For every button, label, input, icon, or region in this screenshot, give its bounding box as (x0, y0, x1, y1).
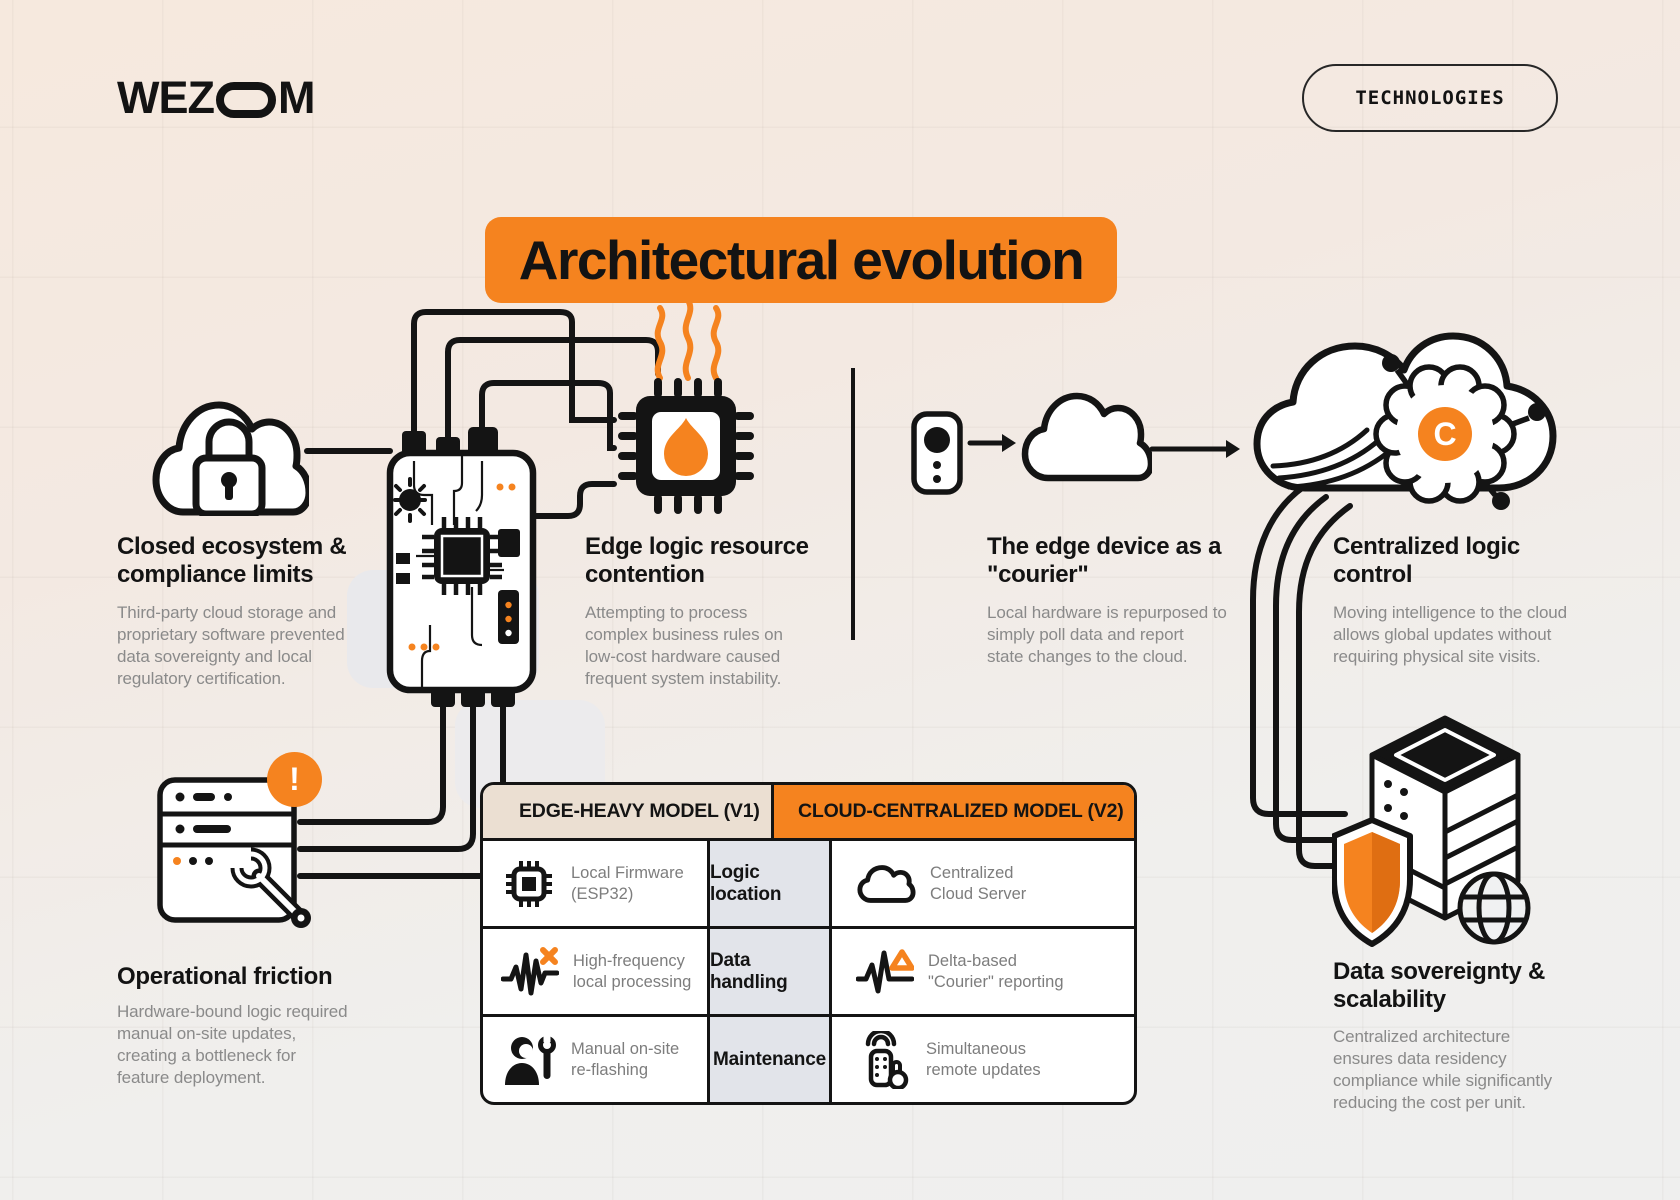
edge-logic-heading: Edge logic resource contention (585, 533, 809, 588)
operational-friction-body: Hardware-bound logic required manual on-… (117, 1002, 348, 1087)
cell-text: Simultaneous remote updates (926, 1039, 1041, 1079)
brain-core-badge (1418, 407, 1472, 461)
row-label: Logic location (707, 841, 832, 926)
circuit-board-icon (386, 427, 537, 707)
table-row: Local Firmware (ESP32) Logic location Ce… (483, 841, 1134, 926)
section-divider (851, 368, 855, 640)
cell-v2-logic: Centralized Cloud Server (832, 841, 1134, 926)
cell-v2-data: Delta-based "Courier" reporting (832, 929, 1134, 1014)
cell-text: High-frequency local processing (573, 951, 692, 991)
page-title: Architectural evolution (485, 217, 1117, 303)
data-sovereignty-heading: Data sovereignty & scalability (1333, 958, 1546, 1013)
row-label: Data handling (707, 929, 832, 1014)
arrowhead-1 (1002, 434, 1016, 452)
cell-text: Delta-based "Courier" reporting (928, 951, 1064, 991)
table-row: High-frequency local processing Data han… (483, 926, 1134, 1014)
operational-friction-heading: Operational friction (117, 963, 333, 990)
wezom-logo: WEZ M (117, 72, 315, 124)
edge-device-icon (911, 411, 963, 495)
cell-v1-data: High-frequency local processing (483, 929, 707, 1014)
table-header-row: EDGE-HEAVY MODEL (V1) CLOUD-CENTRALIZED … (483, 785, 1134, 841)
small-cloud-icon (1021, 392, 1152, 482)
header-v1: EDGE-HEAVY MODEL (V1) (483, 785, 774, 838)
hand-icon (887, 1059, 909, 1089)
wrench-icon (230, 847, 311, 928)
courier-body: Local hardware is repurposed to simply p… (987, 603, 1227, 666)
centralized-body: Moving intelligence to the cloud allows … (1333, 603, 1568, 666)
warning-exclamation: ! (289, 761, 300, 797)
waveform-error-icon (501, 946, 559, 995)
header-v2: CLOUD-CENTRALIZED MODEL (V2) (774, 785, 1134, 838)
logo-o-shape (215, 81, 276, 118)
signal-arcs (865, 1030, 897, 1046)
cloud-brain-icon: C (1253, 332, 1557, 510)
data-sovereignty-body: Centralized architecture ensures data re… (1333, 1027, 1553, 1112)
technologies-badge-label: TECHNOLOGIES (1355, 87, 1505, 109)
remote-update-icon (865, 1030, 909, 1089)
waveform-delta-icon (856, 948, 914, 993)
chip-icon (506, 860, 552, 907)
page-title-text: Architectural evolution (518, 229, 1085, 291)
courier-heading: The edge device as a "courier" (987, 533, 1222, 588)
warning-badge: ! (267, 752, 322, 807)
window-wrench-icon (157, 777, 311, 928)
server-shield-globe-icon (1332, 715, 1531, 947)
heat-waves (654, 300, 722, 381)
x-mark-icon (540, 946, 558, 965)
logo-text-left: WEZ (117, 72, 215, 123)
table-body: Local Firmware (ESP32) Logic location Ce… (483, 841, 1134, 1102)
flame-icon (664, 418, 708, 476)
cell-v2-maintenance: Simultaneous remote updates (832, 1017, 1134, 1102)
comparison-table: EDGE-HEAVY MODEL (V1) CLOUD-CENTRALIZED … (480, 782, 1137, 1105)
logo-text-right: M (277, 72, 315, 123)
technologies-badge: TECHNOLOGIES (1302, 64, 1558, 132)
gear-component (393, 477, 427, 523)
swoosh-lines (1270, 427, 1394, 490)
table-row: Manual on-site re-flashing Maintenance (483, 1014, 1134, 1102)
cell-text: Manual on-site re-flashing (571, 1039, 680, 1079)
cell-v1-logic: Local Firmware (ESP32) (483, 841, 707, 926)
mcu-chip (422, 517, 502, 595)
brain-core-letter: C (1433, 416, 1456, 452)
row-label: Maintenance (707, 1017, 832, 1102)
closed-ecosystem-heading: Closed ecosystem & compliance limits (117, 533, 347, 588)
cell-v1-maintenance: Manual on-site re-flashing (483, 1017, 707, 1102)
arrowhead-2 (1226, 440, 1240, 458)
cloud-lock-icon (152, 401, 309, 516)
cell-text: Centralized Cloud Server (930, 863, 1027, 903)
delta-icon (889, 948, 914, 971)
cell-text: Local Firmware (ESP32) (571, 863, 684, 903)
edge-logic-body: Attempting to process complex business r… (585, 603, 783, 688)
globe-icon (1457, 871, 1531, 945)
chip-overheat-icon (618, 300, 754, 514)
technician-icon (505, 1033, 556, 1085)
cloud-icon (857, 864, 916, 903)
shield-icon (1332, 817, 1413, 947)
closed-ecosystem-body: Third-party cloud storage and proprietar… (117, 603, 345, 688)
centralized-heading: Centralized logic control (1333, 533, 1520, 588)
